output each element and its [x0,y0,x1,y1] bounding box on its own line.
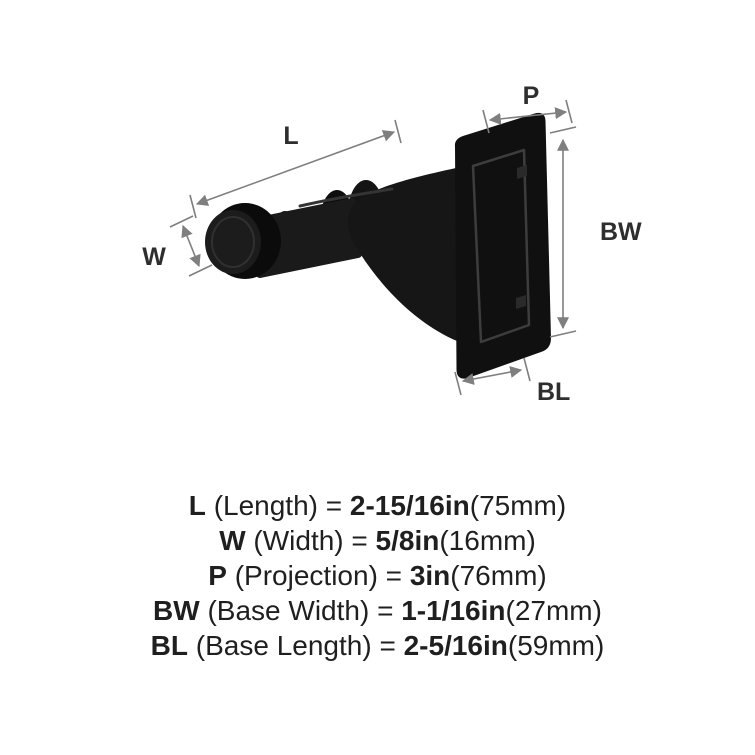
spec-line-width: W (Width) = 5/8in(16mm) [0,523,755,558]
spec-value: 1-1/16in [401,595,506,626]
base-mount-tab [516,295,526,309]
spec-value: 2-5/16in [403,630,508,661]
spec-line-length: L (Length) = 2-15/16in(75mm) [0,488,755,523]
base-recess-outline [471,148,531,344]
spec-value: 3in [409,560,451,591]
hook-base-plate [454,112,551,379]
hook-product [205,112,551,379]
label-bl: BL [537,378,570,406]
knob-face-ring [211,216,255,268]
spec-label: P [208,560,227,591]
label-w: W [142,243,166,271]
spec-descriptor: (Base Width) = [207,595,394,626]
dimension-bl [454,357,531,396]
dimension-w [169,215,213,277]
label-p: P [523,82,540,110]
spec-line-base-length: BL (Base Length) = 2-5/16in(59mm) [0,628,755,663]
product-illustration: L P BW W BL [142,82,642,406]
dimension-annotations [169,99,577,396]
spec-metric: (75mm) [469,490,567,521]
base-mount-tab [517,165,527,179]
knob-face [205,210,261,274]
spec-metric: (76mm) [450,560,547,591]
spec-descriptor: (Width) = [253,525,368,556]
label-l: L [283,122,298,150]
spec-metric: (59mm) [507,630,605,661]
dimension-l [189,119,402,219]
dimension-spec-list: L (Length) = 2-15/16in(75mm) W (Width) =… [0,488,755,663]
spec-label: L [188,490,206,521]
spec-line-base-width: BW (Base Width) = 1-1/16in(27mm) [0,593,755,628]
spec-descriptor: (Base Length) = [195,630,396,661]
spec-label: BW [153,595,200,626]
dimension-p [482,99,573,134]
spec-metric: (27mm) [505,595,602,626]
spec-line-projection: P (Projection) = 3in(76mm) [0,558,755,593]
spec-descriptor: (Length) = [213,490,343,521]
spec-descriptor: (Projection) = [234,560,403,591]
spec-metric: (16mm) [439,525,536,556]
spec-value: 5/8in [375,525,440,556]
label-bw: BW [600,218,642,246]
spec-value: 2-15/16in [349,490,470,521]
spec-label: W [219,525,246,556]
dimension-bw [549,126,577,338]
hook-neck [347,168,457,341]
spec-label: BL [150,630,188,661]
